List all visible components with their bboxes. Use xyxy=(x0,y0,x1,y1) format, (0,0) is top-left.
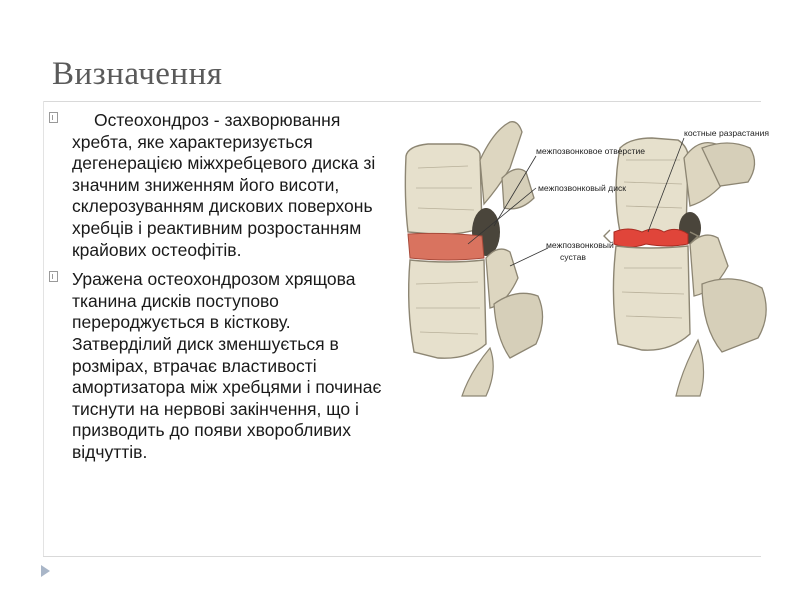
lower-vertebra-body-right xyxy=(612,245,691,351)
bullet-icon xyxy=(49,112,58,123)
lower-spinous-process xyxy=(493,292,544,359)
healthy-spine-segment xyxy=(404,121,544,397)
bullet-icon xyxy=(49,271,58,283)
title-divider xyxy=(43,101,761,102)
degenerated-spine-segment xyxy=(603,137,767,397)
lower-tail-right xyxy=(675,338,705,397)
label-joint-line1: межпозвонковый xyxy=(546,240,614,250)
label-joint-line2: сустав xyxy=(560,252,586,262)
lower-spinous-process-right xyxy=(701,278,767,353)
next-slide-arrow-icon[interactable] xyxy=(41,565,50,577)
bullet-list: Остеохондроз - захворювання хребта, яке … xyxy=(45,110,390,472)
slide-title: Визначення xyxy=(52,56,223,92)
label-osteophytes: костные разрастания xyxy=(684,128,769,138)
degenerate-disc xyxy=(613,228,689,248)
spine-illustration: межпозвонковое отверстие межпозвонковый … xyxy=(404,121,769,397)
bullet-item: Остеохондроз - захворювання хребта, яке … xyxy=(45,110,390,261)
label-foramen: межпозвонковое отверстие xyxy=(536,146,645,156)
bullet-text: Остеохондроз - захворювання хребта, яке … xyxy=(72,110,376,260)
upper-process-right xyxy=(701,142,756,187)
bottom-divider xyxy=(43,556,761,557)
bullet-item: Уражена остеохондрозом хрящова тканина д… xyxy=(45,269,390,463)
label-disc: межпозвонковый диск xyxy=(538,183,626,193)
left-divider xyxy=(43,101,44,556)
lower-tail xyxy=(461,346,494,397)
bone-texture xyxy=(415,165,480,335)
leader-lines xyxy=(467,137,685,267)
lower-vertebra-body xyxy=(407,259,487,359)
healthy-disc xyxy=(407,232,485,261)
bone-texture-right xyxy=(621,159,685,319)
bullet-text: Уражена остеохондрозом хрящова тканина д… xyxy=(72,269,382,462)
upper-vertebra-body xyxy=(404,143,483,236)
upper-pedicle xyxy=(479,121,523,206)
